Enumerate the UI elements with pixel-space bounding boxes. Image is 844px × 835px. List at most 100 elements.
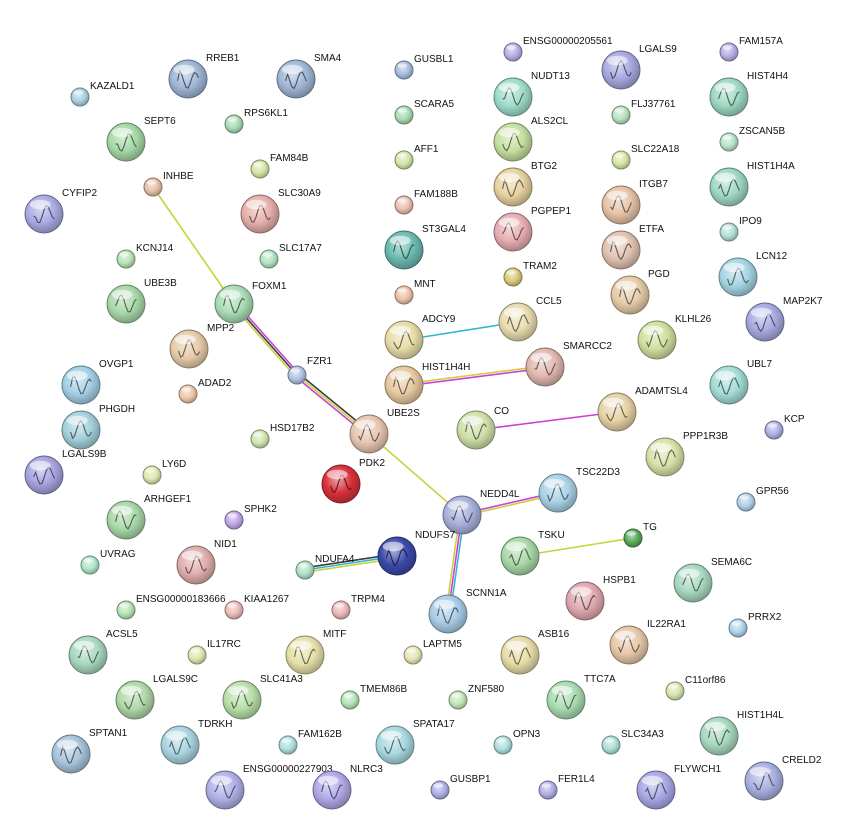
node-sphere[interactable] [764, 420, 784, 440]
node-sphere[interactable] [250, 429, 270, 449]
node-sphere[interactable] [719, 132, 739, 152]
node-map2k7[interactable]: MAP2K7 [745, 296, 823, 342]
node-il22ra1[interactable]: IL22RA1 [609, 619, 686, 665]
node-sphere[interactable] [70, 87, 90, 107]
node-spata17[interactable]: SPATA17 [375, 719, 455, 765]
node-als2cl[interactable]: ALS2CL [493, 116, 569, 162]
node-sphere[interactable] [116, 249, 136, 269]
node-sphere[interactable] [116, 600, 136, 620]
node-slc30a9[interactable]: SLC30A9 [240, 188, 321, 234]
node-fzr1[interactable]: FZR1 [287, 356, 332, 385]
node-sphere[interactable] [611, 150, 631, 170]
node-sphere[interactable] [187, 645, 207, 665]
node-sphere[interactable] [565, 581, 605, 621]
node-sphere[interactable] [143, 177, 163, 197]
node-sphere[interactable] [394, 105, 414, 125]
node-mnt[interactable]: MNT [394, 279, 436, 305]
node-tram2[interactable]: TRAM2 [503, 261, 557, 287]
node-lgals9c[interactable]: LGALS9C [115, 674, 198, 720]
node-hsd17b2[interactable]: HSD17B2 [250, 423, 315, 449]
node-ube2s[interactable]: UBE2S [349, 408, 420, 454]
node-fam188b[interactable]: FAM188B [394, 189, 458, 215]
node-sept6[interactable]: SEPT6 [106, 116, 176, 162]
node-scnn1a[interactable]: SCNN1A [428, 588, 507, 634]
node-sphere[interactable] [375, 725, 415, 765]
node-prrx2[interactable]: PRRX2 [728, 612, 782, 638]
node-ipo9[interactable]: IPO9 [719, 216, 762, 242]
node-pgpep1[interactable]: PGPEP1 [493, 206, 571, 252]
node-ccl5[interactable]: CCL5 [498, 296, 562, 342]
node-ly6d[interactable]: LY6D [142, 459, 186, 485]
node-sphere[interactable] [384, 365, 424, 405]
node-st3gal4[interactable]: ST3GAL4 [384, 224, 466, 270]
node-sphere[interactable] [645, 437, 685, 477]
node-sphere[interactable] [665, 681, 685, 701]
node-sphere[interactable] [610, 275, 650, 315]
node-gusbp1[interactable]: GUSBP1 [430, 774, 491, 800]
node-sphere[interactable] [259, 249, 279, 269]
node-mitf[interactable]: MITF [285, 629, 346, 675]
node-kcnj14[interactable]: KCNJ14 [116, 243, 174, 269]
node-tmem86b[interactable]: TMEM86B [340, 684, 408, 710]
node-sphere[interactable] [728, 618, 748, 638]
node-sphere[interactable] [394, 195, 414, 215]
node-sphere[interactable] [601, 230, 641, 270]
node-sphere[interactable] [276, 59, 316, 99]
node-sma4[interactable]: SMA4 [276, 53, 342, 99]
node-sphere[interactable] [503, 267, 523, 287]
node-sphere[interactable] [205, 770, 245, 810]
node-pgd[interactable]: PGD [610, 269, 670, 315]
node-sphere[interactable] [61, 410, 101, 450]
node-sphere[interactable] [176, 545, 216, 585]
node-sphere[interactable] [377, 536, 417, 576]
node-sphere[interactable] [709, 365, 749, 405]
node-sphere[interactable] [745, 302, 785, 342]
node-sphere[interactable] [493, 212, 533, 252]
node-ppp1r3b[interactable]: PPP1R3B [645, 431, 728, 477]
node-cyfip2[interactable]: CYFIP2 [24, 188, 97, 234]
node-sphere[interactable] [24, 455, 64, 495]
node-arhgef1[interactable]: ARHGEF1 [106, 494, 192, 540]
node-sphere[interactable] [498, 302, 538, 342]
node-fam157a[interactable]: FAM157A [719, 36, 783, 62]
node-hist1h4l[interactable]: HIST1H4L [699, 710, 784, 756]
node-kcp[interactable]: KCP [764, 414, 805, 440]
node-tg[interactable]: TG [623, 522, 657, 548]
node-sphere[interactable] [709, 77, 749, 117]
node-ubl7[interactable]: UBL7 [709, 359, 772, 405]
node-sphere[interactable] [736, 492, 756, 512]
node-sphere[interactable] [250, 159, 270, 179]
node-fam162b[interactable]: FAM162B [278, 729, 342, 755]
node-sphere[interactable] [384, 320, 424, 360]
node-sphere[interactable] [61, 365, 101, 405]
node-ovgp1[interactable]: OVGP1 [61, 359, 134, 405]
node-aff1[interactable]: AFF1 [394, 144, 439, 170]
node-zscan5b[interactable]: ZSCAN5B [719, 126, 785, 152]
node-sphere[interactable] [597, 392, 637, 432]
node-phgdh[interactable]: PHGDH [61, 404, 135, 450]
node-sphere[interactable] [546, 680, 586, 720]
node-lcn12[interactable]: LCN12 [718, 251, 788, 297]
node-sphere[interactable] [601, 185, 641, 225]
node-sphere[interactable] [609, 625, 649, 665]
node-sphere[interactable] [525, 347, 565, 387]
node-sphere[interactable] [169, 329, 209, 369]
node-sphere[interactable] [538, 473, 578, 513]
node-sphere[interactable] [493, 735, 513, 755]
node-sphere[interactable] [637, 320, 677, 360]
node-sphere[interactable] [673, 563, 713, 603]
node-c11orf86[interactable]: C11orf86 [665, 675, 726, 701]
node-sphere[interactable] [80, 555, 100, 575]
node-ttc7a[interactable]: TTC7A [546, 674, 616, 720]
node-sphere[interactable] [214, 284, 254, 324]
node-lgals9[interactable]: LGALS9 [601, 44, 677, 90]
node-sphere[interactable] [493, 167, 533, 207]
node-sphere[interactable] [699, 716, 739, 756]
node-sphere[interactable] [106, 122, 146, 162]
node-hspb1[interactable]: HSPB1 [565, 575, 636, 621]
node-sphere[interactable] [331, 600, 351, 620]
node-sphere[interactable] [718, 257, 758, 297]
node-sphere[interactable] [168, 59, 208, 99]
node-rps6kl1[interactable]: RPS6KL1 [224, 108, 288, 134]
node-sphere[interactable] [321, 464, 361, 504]
